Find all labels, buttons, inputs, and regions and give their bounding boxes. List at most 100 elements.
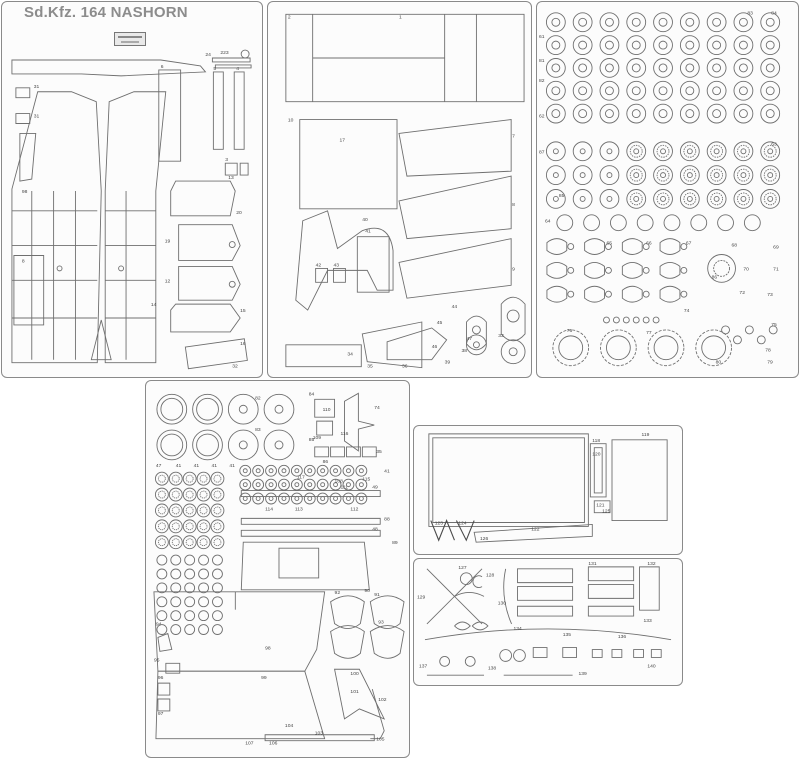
- road-wheel: [573, 104, 592, 123]
- sprocket-wheel: [601, 330, 637, 366]
- part-number: 89: [392, 540, 398, 546]
- road-wheel: [707, 104, 726, 123]
- road-wheel: [680, 59, 699, 78]
- road-wheel: [600, 166, 619, 185]
- sheet-3-parts: 61 62 63 64 65 66 67 68 69 70 71 72 73 7…: [539, 10, 798, 377]
- road-wheel: [627, 142, 646, 161]
- part-number: 78: [765, 348, 771, 354]
- part-number: 99: [261, 675, 267, 681]
- road-wheel: [600, 142, 619, 161]
- part-number: 24: [205, 52, 211, 58]
- road-wheel: [680, 166, 699, 185]
- part-number: 34: [347, 352, 353, 358]
- suspension-arm: [547, 239, 567, 255]
- sheet-6-parts: 127 128 129 130 131 132 133 134 135 136 …: [417, 561, 682, 677]
- road-wheel: [546, 166, 565, 185]
- part-number: 132: [647, 561, 655, 567]
- part-number: 134: [514, 626, 522, 632]
- road-wheel: [707, 13, 726, 32]
- publisher-logo: [114, 32, 146, 46]
- part-number: 88: [384, 516, 390, 522]
- part-number: 39: [445, 360, 451, 366]
- road-wheel: [761, 36, 780, 55]
- part-number: 124: [458, 520, 466, 526]
- part-number: 121: [596, 503, 604, 509]
- road-wheel: [573, 190, 592, 209]
- part-number: 83: [255, 427, 261, 433]
- part-number: 139: [579, 671, 587, 677]
- part-number: 66: [646, 241, 652, 247]
- part-number: 123: [435, 520, 443, 526]
- part-number: 72: [739, 290, 745, 296]
- road-wheel: [761, 190, 780, 209]
- part-number: 135: [563, 632, 571, 638]
- road-wheel: [546, 36, 565, 55]
- sprocket-wheel: [553, 330, 589, 366]
- road-wheel: [761, 142, 780, 161]
- sprocket-wheel: [696, 330, 732, 366]
- part-number: 3: [225, 157, 228, 163]
- road-wheel: [654, 190, 673, 209]
- part-number: 31: [34, 84, 40, 90]
- road-wheel: [734, 13, 753, 32]
- part-number: 64: [545, 219, 551, 225]
- parts-sheet-5: 118 119 120 121 122 123 124 125 126: [413, 425, 683, 555]
- road-wheel: [573, 36, 592, 55]
- part-number: 62: [539, 114, 545, 120]
- road-wheel: [627, 104, 646, 123]
- part-number: 33: [498, 333, 504, 339]
- part-number: 79: [767, 360, 773, 366]
- part-number: 16: [240, 341, 246, 347]
- part-number: 115: [362, 477, 370, 483]
- road-wheel: [680, 13, 699, 32]
- part-number: 73: [767, 292, 773, 298]
- road-wheel: [734, 166, 753, 185]
- part-number: 10: [288, 118, 294, 124]
- road-wheel: [573, 59, 592, 78]
- road-wheel: [707, 190, 726, 209]
- part-number: 69: [773, 245, 779, 251]
- suspension-arm: [660, 286, 680, 302]
- suspension-arm: [585, 262, 605, 278]
- road-wheel: [734, 81, 753, 100]
- road-wheel: [654, 36, 673, 55]
- part-number: 85: [309, 437, 315, 443]
- part-number: 44: [452, 304, 458, 310]
- part-number: 86: [323, 459, 329, 465]
- road-wheel: [546, 81, 565, 100]
- part-number: 68: [732, 243, 738, 249]
- part-number: 49: [372, 485, 378, 491]
- road-wheel: [546, 13, 565, 32]
- part-number: 107: [245, 741, 254, 747]
- part-number: 38: [462, 348, 468, 354]
- part-number: 77: [646, 330, 652, 336]
- parts-sheet-3: 61 62 63 64 65 66 67 68 69 70 71 72 73 7…: [536, 1, 799, 378]
- part-number: 92: [335, 590, 341, 596]
- road-wheel: [680, 142, 699, 161]
- road-wheel: [627, 81, 646, 100]
- road-wheel: [680, 81, 699, 100]
- road-wheel: [761, 81, 780, 100]
- road-wheel: [654, 104, 673, 123]
- part-number: 41: [365, 229, 371, 235]
- part-number: 76: [567, 328, 573, 334]
- part-number: 90: [364, 588, 370, 594]
- part-number: 119: [642, 432, 650, 438]
- road-wheel: [707, 36, 726, 55]
- part-24: [12, 60, 206, 76]
- part-number: 106: [269, 741, 278, 747]
- road-wheel: [546, 190, 565, 209]
- part-number: 113: [295, 506, 303, 512]
- parts-sheet-6: 127 128 129 130 131 132 133 134 135 136 …: [413, 558, 683, 686]
- sheet-5-parts: 118 119 120 121 122 123 124 125 126: [414, 432, 682, 554]
- part-number: 20: [236, 210, 242, 216]
- part-number: 93: [378, 620, 384, 626]
- part-number: 41: [194, 463, 200, 469]
- part-number: 104: [285, 723, 294, 729]
- part-number: 43: [334, 262, 340, 268]
- part-number: 85: [559, 193, 565, 199]
- sheet-2-parts: 2 1 10 17 7 8 9 40 41 42 43 44 45 46 47 …: [268, 2, 531, 370]
- part-number: 31: [34, 114, 40, 120]
- part-number: 14: [151, 302, 157, 308]
